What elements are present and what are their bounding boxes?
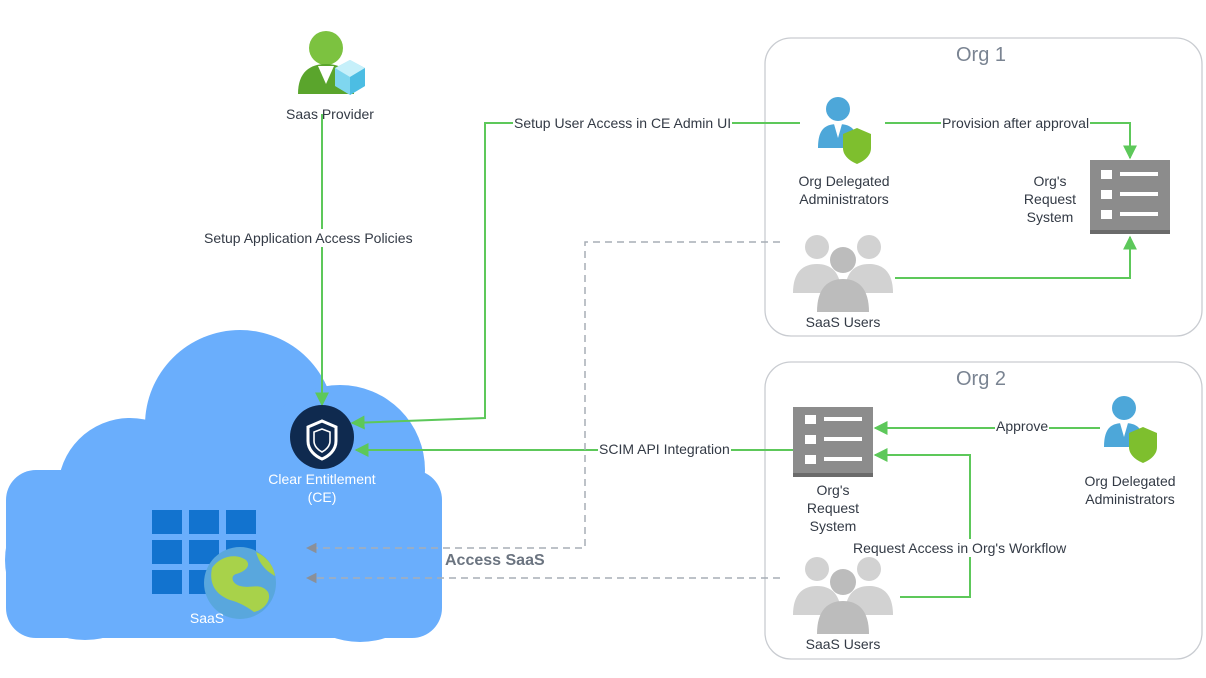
org1-title: Org 1 [956,44,1007,66]
org1-admin-shield-icon [818,97,871,164]
org2-title: Org 2 [956,368,1007,390]
org2-request-system-label: Org's Request System [806,482,860,534]
org2-users-label: SaaS Users [805,636,881,652]
org1-admins-label: Org Delegated Administrators [798,173,890,207]
edge-label-access-saas: Access SaaS [445,552,545,569]
arrow-request-access [873,448,971,598]
ce-label: Clear Entitlement (CE) [268,471,376,505]
edge-label-setup-user-access: Setup User Access in CE Admin UI [513,114,733,132]
org1-users-group-icon [793,235,893,312]
saas-globe-icon [204,547,276,619]
arrow-setup-user-access [350,122,800,430]
org1-request-system-label: Org's Request System [1023,173,1077,225]
org2-admin-shield-icon [1104,396,1157,463]
saas-label: SaaS [189,610,225,626]
org2-users-group-icon [793,557,893,634]
org1-users-label: SaaS Users [805,314,881,330]
edge-label-approve: Approve [995,417,1050,435]
edge-label-setup-policies: Setup Application Access Policies [203,229,414,247]
org1-container [764,37,1203,337]
arrow-users-to-request-org1 [895,235,1137,279]
edge-label-provision: Provision after approval [941,114,1091,132]
org2-admins-label: Org Delegated Administrators [1084,473,1176,507]
saas-provider-label: Saas Provider [286,106,374,122]
dashed-arrow-org1-users [305,241,780,554]
cloud-shape [5,330,442,642]
edge-label-scim: SCIM API Integration [598,440,731,458]
saas-provider-icon [298,31,365,95]
ce-shield-icon [290,405,354,469]
org2-request-system-server-icon [793,407,873,477]
org2-container [764,361,1203,660]
org1-request-system-server-icon [1090,160,1170,234]
edge-label-request-access: Request Access in Org's Workflow [852,539,1068,557]
